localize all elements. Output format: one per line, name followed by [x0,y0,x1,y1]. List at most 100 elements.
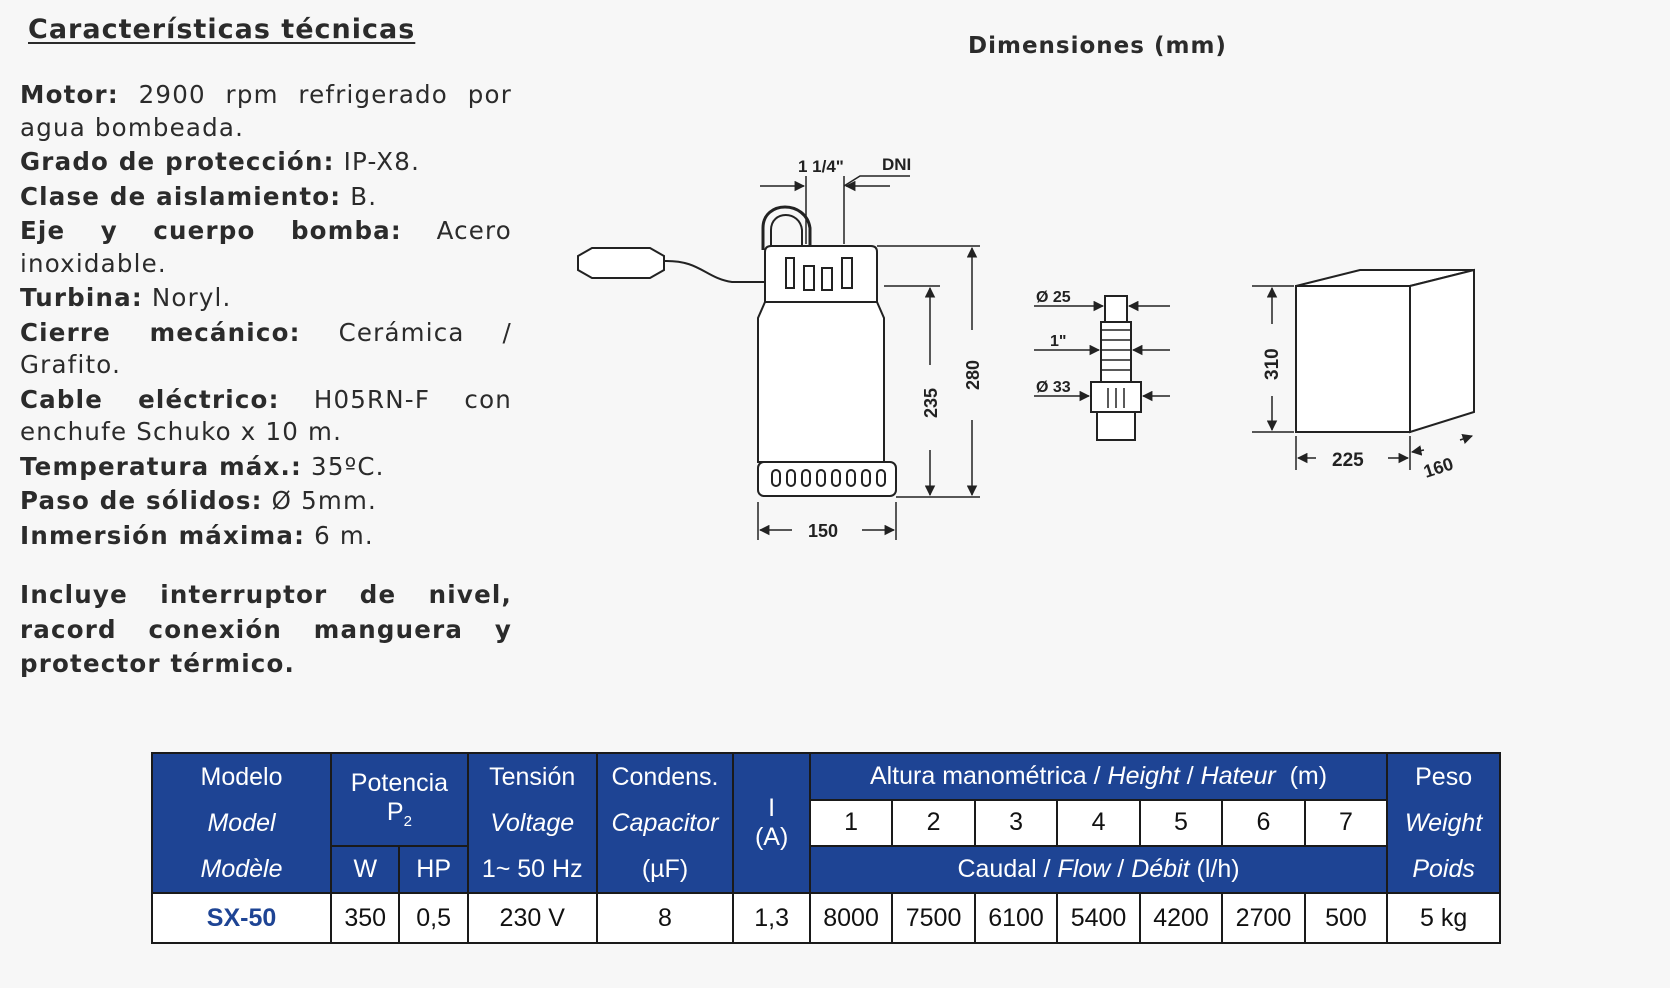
header-power: Potencia P2 [330,751,469,848]
spec-cable: Cable eléctrico: H05RN-F con enchufe Sch… [20,384,512,449]
header-power-hp: HP [398,845,469,894]
height-cell: 3 [973,798,1059,848]
header-text: Modelo [200,763,283,791]
header-text: Condens. [611,763,719,791]
header-model: Modelo Model Modèle [150,752,333,894]
header-text: Peso [1415,763,1473,791]
flow-cell: 7500 [891,892,976,944]
includes-note: Incluye interruptor de nivel, racord con… [20,580,512,678]
spec-immersion: Inmersión máxima: 6 m. [20,520,512,553]
table-heights-row: 1 2 3 4 5 6 7 [152,798,1500,848]
spec-label: Inmersión máxima: [20,520,306,550]
dim-280: 280 [963,360,983,390]
spec-value: IP-X8. [343,147,421,176]
spec-label: Eje y cuerpo bomba: [20,216,402,245]
pump-handle-icon [761,205,812,250]
power-w-cell: 350 [330,892,401,944]
current-cell: 1,3 [732,892,811,944]
spec-label: Grado de protección: [20,147,335,176]
dim-box-d: 160 [1421,453,1456,481]
header-text: (A) [754,823,789,851]
header-weight: Peso Weight Poids [1386,752,1501,894]
spec-temperature: Temperatura máx.: 35ºC. [20,451,512,484]
spec-solids: Paso de sólidos: Ø 5mm. [20,485,512,518]
table-header-row: Modelo Model Modèle Potencia P2 Tensión … [150,751,1501,894]
height-cell: 2 [891,798,976,848]
spec-list: Motor: 2900 rpm refrigerado por agua bom… [20,77,512,554]
capacitor-cell: 8 [595,892,735,944]
header-power-w: W [330,845,401,894]
header-text: Potencia [350,769,449,798]
flow-cell: 2700 [1221,892,1306,944]
dimensions-title: Dimensiones (mm) [968,33,1227,59]
header-capacitor: Condens. Capacitor (µF) [595,752,735,894]
spec-value: Cerámica / Grafito. [20,317,513,380]
header-current: I (A) [732,752,811,894]
header-text: Modèle [200,855,283,883]
spec-protection: Grado de protección: IP-X8. [20,146,512,179]
power-hp-cell: 0,5 [398,892,469,944]
header-text: 1~ 50 Hz [481,855,583,883]
header-height: Altura manométrica / Height / Hateur (m) [808,752,1389,801]
header-text: Poids [1412,855,1475,883]
voltage-cell: 230 V [466,892,598,944]
spec-impeller: Turbina: Noryl. [20,282,512,315]
spec-value: 6 m. [314,520,374,550]
flow-cell: 4200 [1138,892,1224,944]
dimensions-drawing: 1 1/4" DNI 280 235 150 Ø 25 1" Ø 33 [577,155,1475,541]
flow-cell: 6100 [973,892,1059,944]
header-text: Weight [1404,809,1483,837]
table-row: SX-50 350 0,5 230 V 8 1,3 8000 7500 6100… [150,892,1501,944]
spec-value: Acero inoxidable. [20,216,512,278]
float-cable [663,259,765,283]
height-cell: 7 [1303,798,1389,848]
dim-1in: 1" [1050,333,1066,350]
spec-label: Temperatura máx.: [20,451,303,481]
package-box-icon [1295,268,1475,434]
float-switch-icon [577,247,665,279]
height-cell: 1 [808,798,894,848]
spec-label: Cable eléctrico: [20,384,280,414]
hose-connector-icon [1090,295,1142,441]
header-text: Voltage [490,809,575,837]
spec-label: Cierre mecánico: [20,317,301,347]
dim-box-w: 225 [1332,450,1364,471]
spec-label: Turbina: [20,283,143,312]
spec-label: Paso de sólidos: [20,486,263,515]
spec-value: B. [350,181,378,211]
spec-value: 35ºC. [311,451,385,481]
spec-value: Noryl. [151,283,232,312]
flow-cell: 500 [1303,892,1389,944]
pump-base-icon [757,461,897,497]
height-cell: 6 [1221,798,1306,848]
header-flow: Caudal / Flow / Débit (l/h) [808,845,1389,894]
dim-150: 150 [808,521,838,541]
dim-d33: Ø 33 [1036,379,1071,396]
spec-seal: Cierre mecánico: Cerámica / Grafito. [20,317,512,382]
spec-insulation: Clase de aislamiento: B. [20,181,512,214]
header-text: Tensión [489,763,576,791]
spec-label: Motor: [20,80,119,109]
model-cell: SX-50 [150,892,333,944]
flow-cell: 5400 [1056,892,1141,944]
dim-dni: DNI [882,155,911,174]
flow-cell: 8000 [808,892,894,944]
spec-value: 2900 rpm refrigerado por agua bombeada. [20,80,512,142]
dim-box-h: 310 [1262,348,1283,380]
dim-d25: Ø 25 [1036,289,1071,306]
table-subheader-row: W HP Caudal / Flow / Débit (l/h) [152,845,1500,894]
header-voltage: Tensión Voltage 1~ 50 Hz [466,752,598,894]
dim-235: 235 [921,388,941,418]
header-power-symbol: P2 [386,798,412,831]
weight-cell: 5 kg [1386,892,1501,944]
header-text: I [768,794,776,822]
spec-shaft: Eje y cuerpo bomba: Acero inoxidable. [20,215,512,280]
header-text: Model [207,809,276,837]
spec-value: H05RN-F con enchufe Schuko x 10 m. [20,384,512,447]
dim-outlet: 1 1/4" [798,157,844,176]
spec-label: Clase de aislamiento: [20,181,342,211]
specs-title: Características técnicas [28,14,416,45]
spec-table: Modelo Model Modèle Potencia P2 Tensión … [150,751,1501,944]
header-text: Capacitor [611,809,719,837]
pump-body-icon [757,301,885,463]
